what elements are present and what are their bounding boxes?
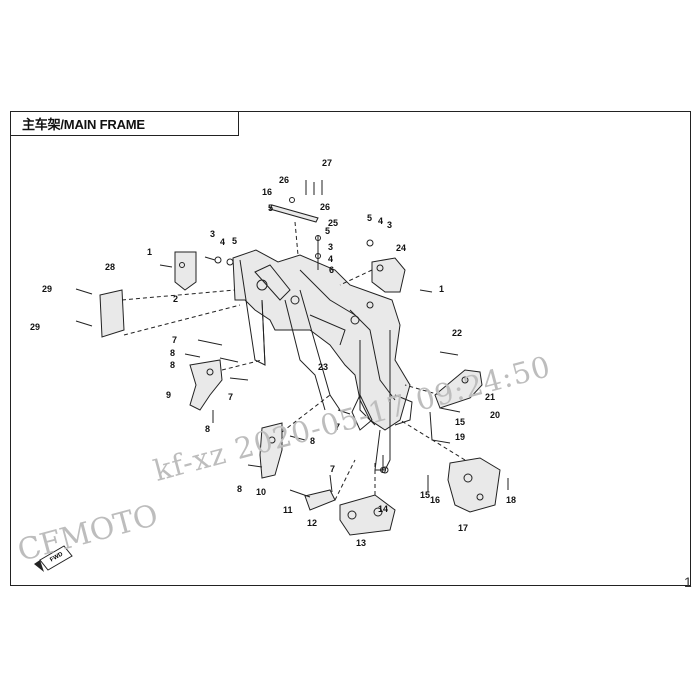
callout-12: 12	[307, 518, 317, 528]
part-19-rod	[429, 411, 451, 444]
callout-26: 26	[320, 202, 330, 212]
callout-6: 6	[329, 265, 334, 275]
part-12-bracket	[304, 489, 336, 511]
callout-3: 3	[387, 220, 392, 230]
callout-4: 4	[378, 216, 383, 226]
callout-19: 19	[455, 432, 465, 442]
callout-7: 7	[335, 422, 340, 432]
callout-16: 16	[430, 495, 440, 505]
callout-8: 8	[170, 360, 175, 370]
callout-5: 5	[232, 236, 237, 246]
diagram-frame	[10, 111, 691, 586]
title-box	[10, 111, 239, 136]
callout-27: 27	[322, 158, 332, 168]
callout-17: 17	[458, 523, 468, 533]
callout-5: 5	[325, 226, 330, 236]
callout-23: 23	[318, 362, 328, 372]
callout-11: 11	[283, 505, 293, 515]
callout-26: 26	[279, 175, 289, 185]
part-10-mount	[259, 422, 283, 479]
callout-22: 22	[452, 328, 462, 338]
callout-13: 13	[356, 538, 366, 548]
leader-lines	[121, 221, 466, 501]
callout-29: 29	[42, 284, 52, 294]
callout-15: 15	[420, 490, 430, 500]
callout-24: 24	[396, 243, 406, 253]
part-13-mount	[339, 494, 396, 536]
page-title: 主车架/MAIN FRAME	[22, 117, 145, 132]
fasteners	[75, 180, 509, 498]
part-25-strap	[269, 204, 319, 223]
main-frame-part	[232, 249, 413, 474]
callout-7: 7	[228, 392, 233, 402]
page-marker: 1	[684, 574, 692, 590]
callout-29: 29	[30, 322, 40, 332]
callout-20: 20	[490, 410, 500, 420]
callout-7: 7	[172, 335, 177, 345]
part-2-bracket	[174, 251, 197, 291]
callout-9: 9	[166, 390, 171, 400]
callout-8: 8	[310, 436, 315, 446]
callout-15: 15	[455, 417, 465, 427]
callout-28: 28	[105, 262, 115, 272]
callout-18: 18	[506, 495, 516, 505]
part-17-mount	[447, 457, 501, 513]
callout-8: 8	[205, 424, 210, 434]
callout-1: 1	[439, 284, 444, 294]
callout-4: 4	[220, 237, 225, 247]
callout-4: 4	[328, 254, 333, 264]
callout-5: 5	[268, 203, 273, 213]
callout-3: 3	[328, 242, 333, 252]
callout-1: 1	[147, 247, 152, 257]
part-24-bracket	[371, 257, 406, 293]
callout-3: 3	[210, 229, 215, 239]
fwd-direction-badge: FWD	[34, 545, 73, 572]
callout-2: 2	[173, 294, 178, 304]
callout-10: 10	[256, 487, 266, 497]
callout-7: 7	[330, 464, 335, 474]
part-28-pad	[99, 289, 125, 338]
callout-8: 8	[237, 484, 242, 494]
callout-5: 5	[367, 213, 372, 223]
callout-16: 16	[262, 187, 272, 197]
part-9-mount	[189, 359, 223, 411]
callout-14: 14	[378, 504, 388, 514]
callout-25: 25	[328, 218, 338, 228]
callout-21: 21	[485, 392, 495, 402]
callout-8: 8	[170, 348, 175, 358]
